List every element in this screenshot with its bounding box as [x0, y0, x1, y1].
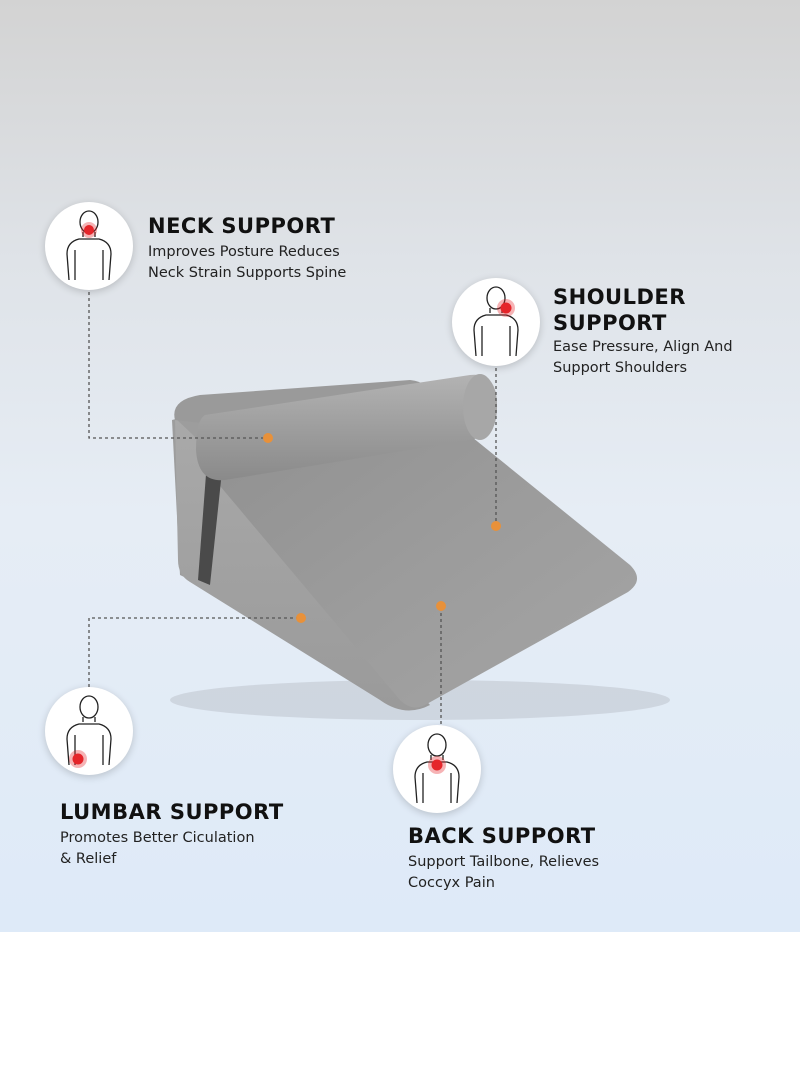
shoulder-support-title: SHOULDER SUPPORT [553, 285, 686, 335]
back-support-description: Support Tailbone, Relieves Coccyx Pain [408, 854, 600, 891]
neck-marker-dot [263, 433, 273, 443]
person-neck-pain-icon [66, 210, 112, 281]
person-lumbar-pain-icon [66, 695, 112, 768]
neck-leader-line [88, 292, 268, 439]
shoulder-marker-dot [491, 521, 501, 531]
back-support-title: BACK SUPPORT [408, 824, 596, 848]
back-marker-dot [436, 601, 446, 611]
lumbar-leader-line [88, 617, 300, 687]
lumbar-icon-circle [45, 687, 133, 775]
lumbar-support-description: Promotes Better Ciculation & Relief [60, 830, 255, 867]
infographic-background: NECK SUPPORT Improves Posture Reduces Ne… [0, 0, 800, 932]
shoulder-icon-circle [452, 278, 540, 366]
neck-icon-circle [45, 202, 133, 290]
shoulder-support-description: Ease Pressure, Align And Support Shoulde… [553, 339, 733, 376]
neck-support-description: Improves Posture Reduces Neck Strain Sup… [148, 244, 347, 281]
back-icon-circle [393, 725, 481, 813]
wedge-pillow-image [170, 374, 670, 720]
person-shoulder-pain-icon [473, 286, 519, 357]
neck-support-title: NECK SUPPORT [148, 214, 336, 238]
lumbar-marker-dot [296, 613, 306, 623]
leader-lines [88, 292, 501, 725]
person-back-pain-icon [414, 733, 460, 804]
lumbar-support-title: LUMBAR SUPPORT [60, 800, 284, 824]
